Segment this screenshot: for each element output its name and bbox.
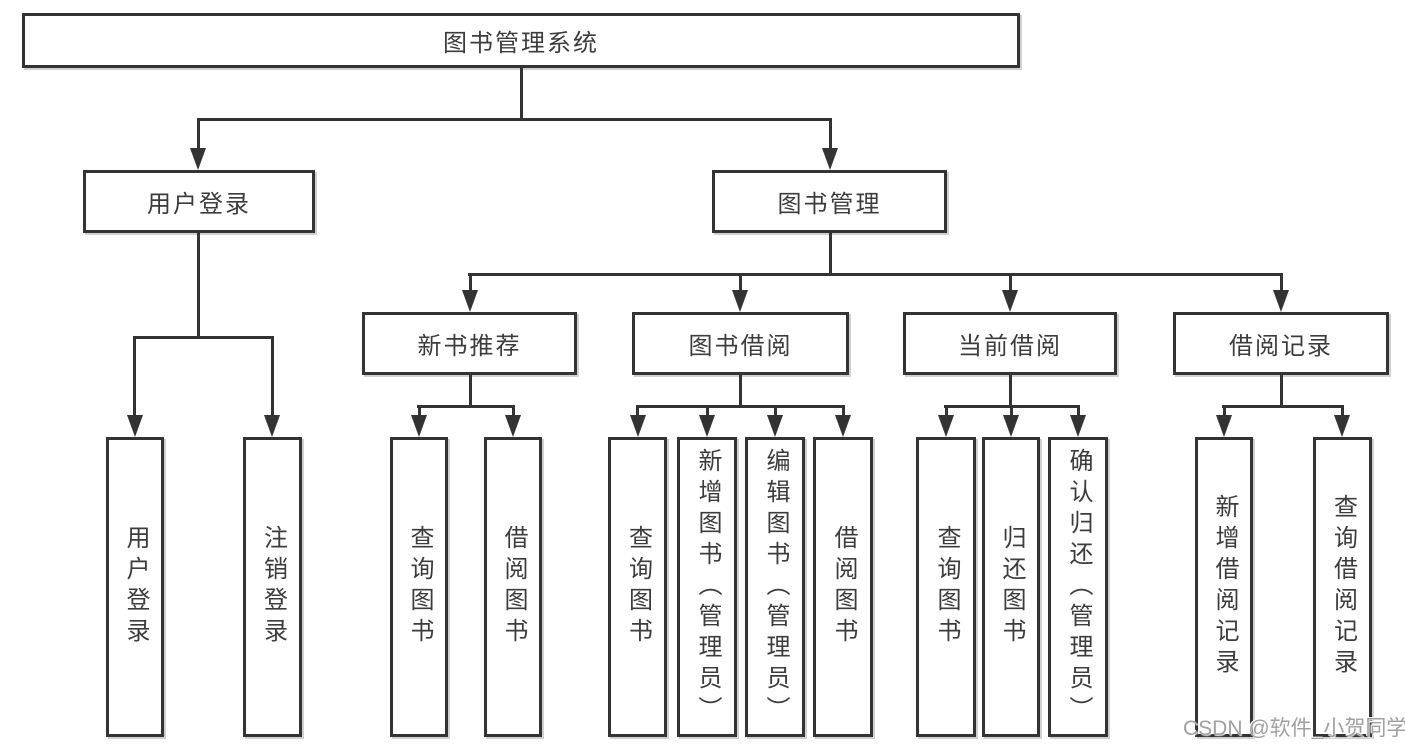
leaf-br-add-borrow-record: 新增借阅记录 [1195,437,1253,737]
arrow-down-icon [1003,415,1019,437]
connector-line [1222,405,1344,408]
arrow-down-icon [1216,415,1232,437]
connector-line [512,405,515,417]
leaf-br-query-borrow-record: 查询借阅记录 [1313,437,1372,737]
connector-line [842,405,845,417]
leaf-cb-return-books: 归还图书 [982,437,1040,737]
arrow-down-icon [822,148,838,170]
connector-line [468,273,1282,276]
arrow-down-icon [1273,290,1289,312]
connector-line [1077,405,1080,417]
node-book-management: 图书管理 [712,170,947,233]
leaf-nbr-query-books: 查询图书 [390,437,448,737]
arrow-down-icon [505,415,521,437]
arrow-down-icon [462,290,478,312]
node-book-borrow: 图书借阅 [632,312,849,375]
connector-line [706,405,709,417]
connector-line [1009,273,1012,290]
connector-line [829,118,832,151]
connector-line [945,405,948,417]
connector-line [520,68,523,118]
connector-line [133,336,136,415]
connector-line [271,336,274,415]
connector-line [197,233,200,336]
arrow-down-icon [1002,290,1018,312]
node-current-borrow: 当前借阅 [903,312,1117,375]
connector-line [739,273,742,290]
arrow-down-icon [190,148,206,170]
connector-line [1341,405,1344,417]
connector-line [197,118,200,151]
leaf-bb-borrow-books: 借阅图书 [813,437,873,737]
connector-line [774,405,777,417]
arrow-down-icon [630,415,646,437]
connector-line [829,233,832,273]
arrow-down-icon [264,415,280,437]
leaf-bb-query-books: 查询图书 [608,437,667,737]
arrow-down-icon [732,290,748,312]
arrow-down-icon [835,415,851,437]
arrow-down-icon [127,415,143,437]
node-user-login: 用户登录 [83,170,315,233]
node-new-book-recommend: 新书推荐 [362,312,577,375]
connector-line [418,405,421,417]
connector-line [197,118,832,121]
leaf-cb-query-books: 查询图书 [916,437,976,737]
connector-line [133,336,274,339]
leaf-logout: 注销登录 [243,437,302,737]
connector-line [739,375,742,405]
leaf-bb-add-book-admin: 新增图书（管理员） [677,437,737,737]
leaf-bb-edit-book-admin: 编辑图书（管理员） [745,437,805,737]
connector-line [1009,375,1012,405]
connector-line [469,273,472,290]
arrow-down-icon [767,415,783,437]
leaf-nbr-borrow-books: 借阅图书 [484,437,542,737]
arrow-down-icon [699,415,715,437]
leaf-user-login: 用户登录 [106,437,164,737]
connector-line [1280,273,1283,290]
connector-line [1280,375,1283,405]
connector-line [469,375,472,405]
connector-line [417,405,515,408]
node-root: 图书管理系统 [22,13,1020,68]
node-borrow-records: 借阅记录 [1173,312,1389,375]
connector-line [1223,405,1226,417]
arrow-down-icon [1334,415,1350,437]
arrow-down-icon [411,415,427,437]
arrow-down-icon [1070,415,1086,437]
connector-line [636,405,639,417]
leaf-cb-confirm-return-admin: 确认归还（管理员） [1048,437,1108,737]
connector-line [1010,405,1013,417]
arrow-down-icon [938,415,954,437]
csdn-watermark: CSDN @软件_小贺同学 [1183,717,1405,740]
connector-line [636,405,844,408]
